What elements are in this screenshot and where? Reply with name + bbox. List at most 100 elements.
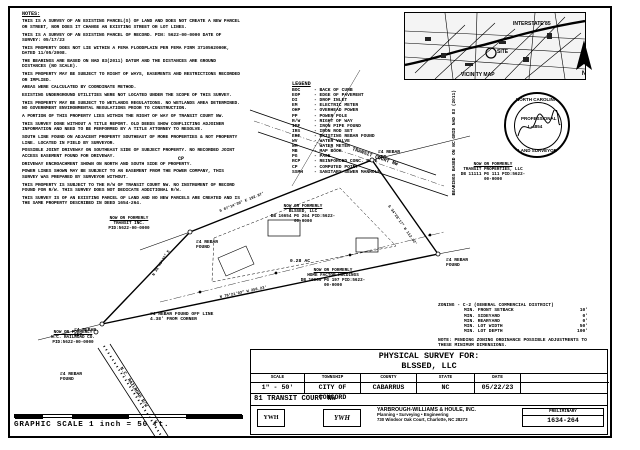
vicinity-map: INTERSTATE 85 SITE VICINITY MAP — [404, 12, 586, 80]
firm-logo-script-icon: YWH — [323, 409, 361, 427]
note-item: POSSIBLE JOINT DRIVEWAY ON SOUTHEAST SID… — [22, 148, 235, 159]
title-grid-value — [521, 382, 609, 393]
firm-info: YARBROUGH-WILLIAMS & HOULE, INC. Plannin… — [377, 407, 497, 423]
parcel-nof-label: NOW OR FORMERLY — [53, 330, 93, 335]
parcel-nof-label: NOW OR FORMERLY — [283, 204, 323, 209]
parcel-reference: DB 16654 PG 264 PID:5622-00-0000 — [270, 214, 336, 224]
parcel-owner-name: N.C. RAILROAD CO. — [51, 335, 95, 340]
rebar-label: #4 REBAR FOUND — [196, 240, 219, 251]
zoning-key: MIN. FRONT SETBACK — [464, 308, 514, 314]
title-grid-header: STATE — [417, 374, 475, 382]
vicinity-caption: VICINITY MAP — [461, 72, 495, 78]
scale-bar — [14, 414, 243, 419]
rebar-label: #4 REBAR FOUND — [446, 258, 469, 269]
graphic-scale: GRAPHIC SCALE 1 inch = 50 ft. — [14, 414, 244, 436]
note-item: AREAS WERE CALCULATED BY COORDINATE METH… — [22, 85, 137, 91]
note-item: EXISTING UNDERGROUND UTILITIES WERE NOT … — [22, 93, 232, 99]
seal-middle-text: PROFESSIONAL — [521, 116, 557, 121]
title-grid-header: TOWNSHIP — [305, 374, 361, 382]
seal-bottom-text: LAND SURVEYOR — [518, 148, 557, 153]
title-grid-value: CITY OF CONCORD — [305, 382, 361, 401]
zoning-value: 0' — [582, 313, 588, 319]
offset-note: #4 REBAR FOUND OFF LINE 4.38' FROM CORNE… — [150, 312, 214, 323]
vicinity-road-label: INTERSTATE 85 — [513, 21, 551, 27]
job-label: PRELIMINARY — [523, 409, 603, 416]
zoning-heading: ZONING - C-2 (GENERAL COMMERCIAL DISTRIC… — [438, 303, 554, 308]
surveyor-seal: NORTH CAROLINA PROFESSIONAL L-4854 LAND … — [504, 92, 570, 158]
firm-address: 730 Windsor Oak Court, Charlotte, NC 282… — [377, 416, 468, 422]
parcel-owner-name: HOME FACTOR HOLDINGS — [307, 273, 359, 278]
title-grid-header — [521, 374, 609, 382]
rebar-label: #4 REBAR SET — [74, 328, 97, 339]
note-item: DRIVEWAY ENCROACHMENT SHOWN ON NORTH AND… — [22, 161, 193, 167]
parcel-nof-label: NOW OR FORMERLY — [109, 216, 149, 221]
note-item: THIS IS A SURVEY OF AN EXISTING PARCEL(S… — [22, 19, 240, 30]
parcel-nof-label: NOW OR FORMERLY — [473, 162, 513, 167]
parcel-reference: DB 10000 PG 197 PID:5622-00-0000 — [300, 278, 366, 288]
zoning-value: 10' — [579, 308, 588, 314]
legend-desc: - SANITARY SEWER MANHOLE — [314, 169, 381, 175]
note-item: THIS SURVEY DONE WITHOUT A TITLE REPORT.… — [22, 122, 224, 133]
property-address: 81 TRANSIT COURT NW — [251, 394, 607, 406]
zoning-value: 0' — [582, 318, 588, 324]
parcel-reference: PID:5622-00-0000 — [52, 340, 94, 345]
north-arrow-icon: N — [576, 40, 592, 76]
title-grid-header: COUNTY — [361, 374, 417, 382]
seal-top-text: NORTH CAROLINA — [516, 97, 557, 102]
parcel-owner-name: BLSSED, LLC — [288, 209, 318, 214]
title-grid-value: 1" - 50' — [251, 382, 305, 393]
zoning-row: MIN. LOT DEPTH 100' — [464, 329, 588, 334]
parcel-owner-name: TRANSIT PROPERTIES, LLC — [463, 167, 523, 172]
note-item: THIS PROPERTY MAY BE SUBJECT TO WETLANDS… — [22, 101, 240, 112]
zoning-value: 50' — [579, 324, 588, 330]
legend-heading: LEGEND — [292, 81, 311, 87]
zoning-key: MIN. SIDEYARD — [464, 313, 500, 319]
note-item: POWER LINES SHOWN MAY BE SUBJECT TO AN E… — [22, 169, 224, 180]
job-number: 1634-264 — [547, 417, 579, 424]
firm-services: Planning • Surveying • Engineering — [377, 411, 449, 417]
note-item: THIS PROPERTY MAY BE SUBJECT TO RIGHT OF… — [22, 72, 240, 83]
notes-heading: NOTES: — [22, 11, 41, 17]
signature-icon — [517, 110, 561, 137]
zoning-key: MIN. LOT DEPTH — [464, 329, 503, 335]
vicinity-site-label: SITE — [497, 49, 509, 55]
job-number-box: PRELIMINARY 1634-264 — [522, 408, 604, 427]
vicinity-map-drawing — [405, 13, 585, 79]
zoning-block: ZONING - C-2 (GENERAL COMMERCIAL DISTRIC… — [438, 303, 588, 348]
notes-block: NOTES: THIS IS A SURVEY OF AN EXISTING P… — [22, 11, 240, 209]
graphic-scale-label: GRAPHIC SCALE 1 inch = 50 ft. — [14, 421, 170, 429]
parcel-owner-name: TRANSIT INC. — [113, 221, 145, 226]
zoning-row: MIN. FRONT SETBACK 10' — [464, 308, 588, 313]
survey-title: PHYSICAL SURVEY FOR: BLSSED, LLC — [251, 350, 607, 374]
note-item: SOUTH LINE FOUND ON ADJACENT PROPERTY SO… — [22, 135, 238, 146]
legend-abbr: SSMH — [292, 169, 304, 175]
title-grid-value: CABARRUS — [361, 382, 417, 393]
bearings-note: BEARINGS BASED ON NC GRID NAD 83 (2011) — [452, 90, 457, 196]
zoning-note: NOTE: PENDING ZONING ORDINANCE POSSIBLE … — [438, 337, 587, 349]
zoning-row: MIN. LOT WIDTH 50' — [464, 324, 588, 329]
legend-item: SSMH - SANITARY SEWER MANHOLE — [292, 170, 392, 175]
note-item: THE BEARINGS ARE BASED ON NAD 83(2011) D… — [22, 59, 216, 70]
firm-logo-icon: YWH — [257, 409, 285, 427]
zoning-key: MIN. REARYARD — [464, 318, 500, 324]
rebar-label: #4 REBAR FOUND — [60, 372, 83, 383]
survey-title-line1: PHYSICAL SURVEY FOR: — [378, 351, 480, 361]
parcel-reference: PID:5622-00-0000 — [108, 226, 150, 231]
parcel-nof-label: NOW OR FORMERLY — [313, 268, 353, 273]
title-grid-header: SCALE — [251, 374, 305, 382]
title-grid-header: DATE — [475, 374, 521, 382]
zoning-value: 100' — [576, 329, 588, 335]
survey-title-line2: BLSSED, LLC — [401, 361, 457, 371]
parcel-reference: DB 11111 PG 111 PID:5622-00-0000 — [460, 172, 526, 182]
note-item: THIS PROPERTY DOES NOT LIE WITHIN A FEMA… — [22, 45, 230, 57]
title-grid-value: NC — [417, 382, 475, 393]
note-item: THIS IS A SURVEY OF AN EXISTING PARCEL O… — [22, 32, 222, 44]
zoning-key: MIN. LOT WIDTH — [464, 324, 503, 330]
